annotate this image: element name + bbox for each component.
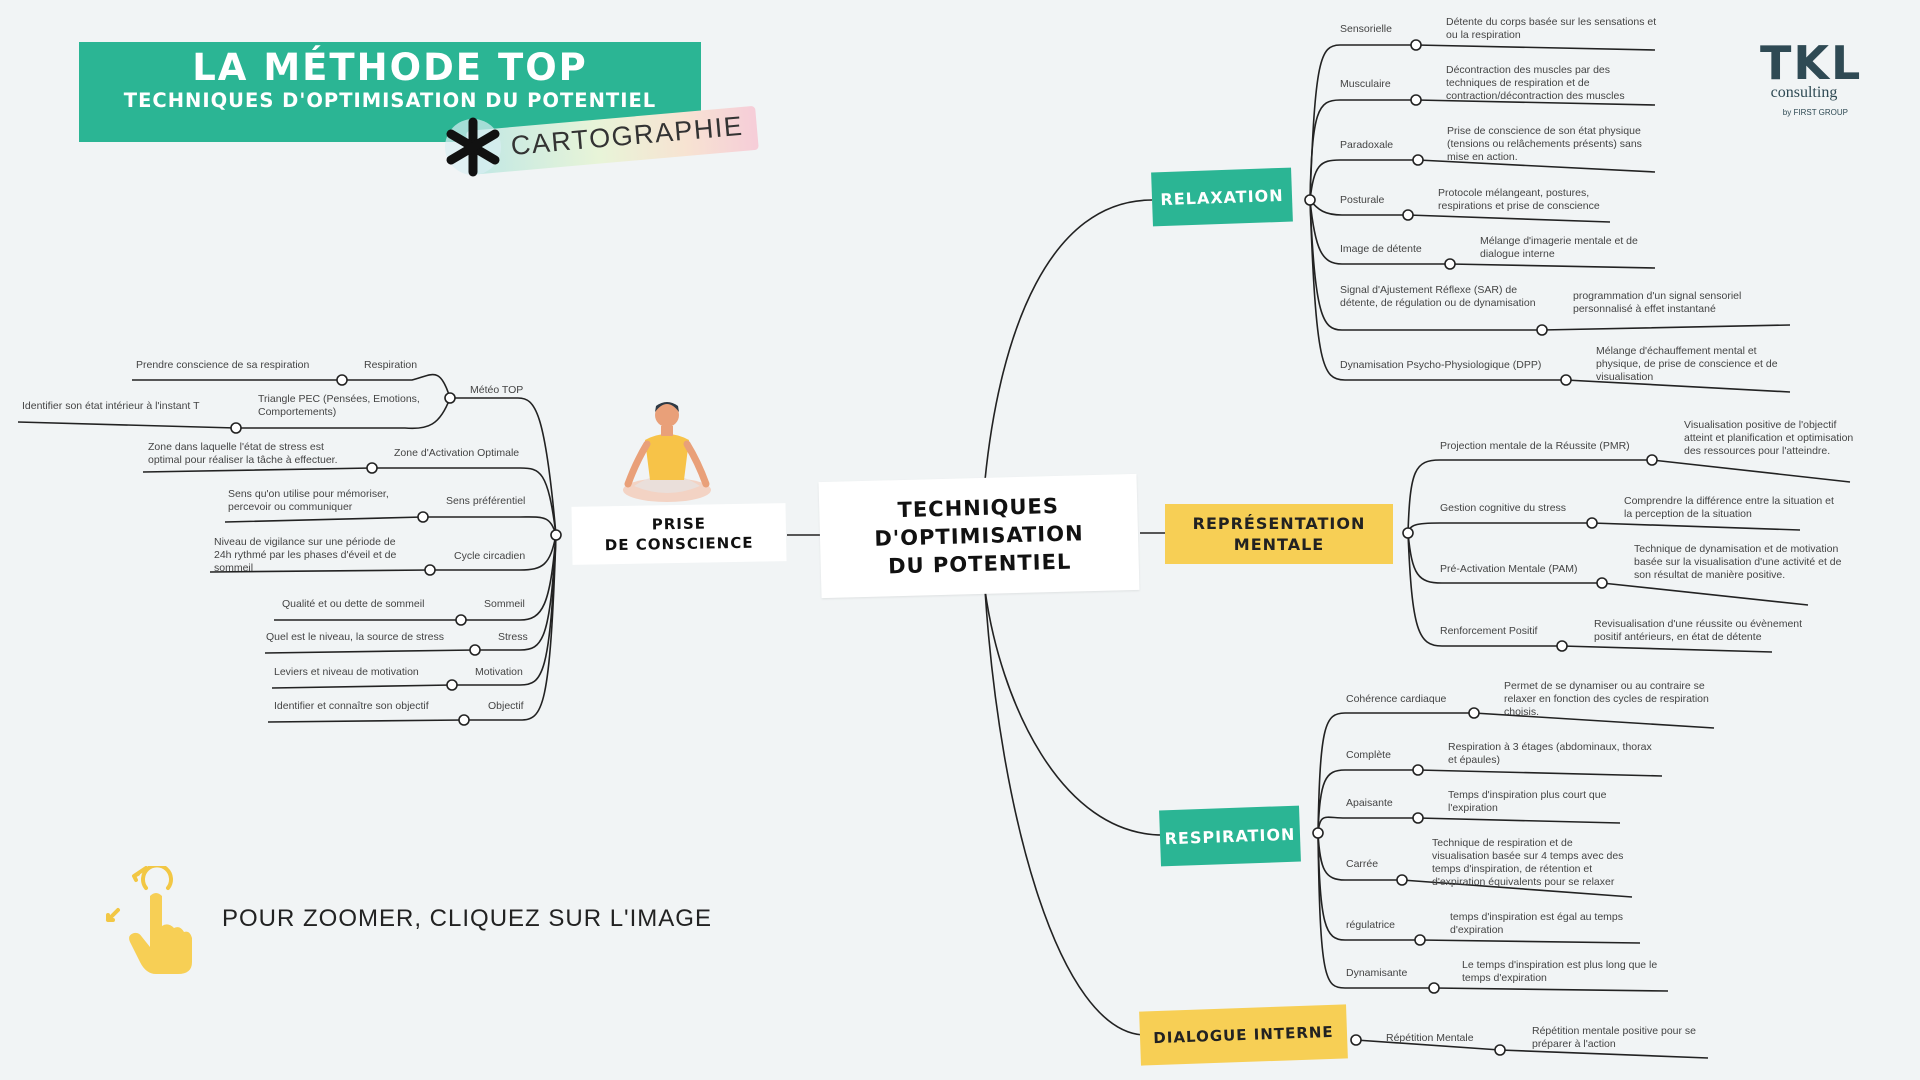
relaxation-item-desc: Prise de conscience de son état physique… bbox=[1447, 125, 1642, 163]
dialogue-item-desc: Répétition mentale positive pour se prép… bbox=[1532, 1025, 1697, 1050]
prise-item-desc: Quel est le niveau, la source de stress bbox=[266, 631, 445, 643]
respiration-item-label: Complète bbox=[1346, 749, 1391, 761]
representation-item-desc: Revisualisation d'une réussite ou évènem… bbox=[1594, 618, 1803, 643]
relaxation-item-desc: Mélange d'imagerie mentale et de dialogu… bbox=[1480, 235, 1638, 260]
prise-item-desc: Sens qu'on utilise pour mémoriser, perce… bbox=[228, 488, 389, 513]
relaxation-item-label: Signal d'Ajustement Réflexe (SAR) de dét… bbox=[1340, 284, 1536, 309]
page-title: LA MÉTHODE TOP bbox=[192, 46, 588, 89]
relaxation-item-label: Posturale bbox=[1340, 194, 1385, 206]
representation-item-label: Pré-Activation Mentale (PAM) bbox=[1440, 563, 1578, 575]
respiration-item-label: Dynamisante bbox=[1346, 967, 1408, 979]
branch-representation-mentale[interactable]: REPRÉSENTATION MENTALE bbox=[1165, 504, 1393, 564]
prise-item-desc: Niveau de vigilance sur une période de 2… bbox=[214, 536, 397, 574]
tap-zoom-hand-icon[interactable] bbox=[104, 866, 204, 976]
representation-item-label: Renforcement Positif bbox=[1440, 625, 1538, 637]
prise-item-label: Objectif bbox=[488, 700, 524, 712]
asterisk-icon bbox=[445, 117, 501, 177]
branch-dialogue-interne[interactable]: DIALOGUE INTERNE bbox=[1139, 1004, 1348, 1066]
relaxation-item-label: Dynamisation Psycho-Physiologique (DPP) bbox=[1340, 359, 1542, 371]
prise-item-desc: Identifier et connaître son objectif bbox=[274, 700, 429, 712]
prise-item-label: Triangle PEC (Pensées, Emotions, Comport… bbox=[258, 393, 420, 418]
respiration-item-desc: Respiration à 3 étages (abdominaux, thor… bbox=[1448, 741, 1652, 766]
representation-item-desc: Comprendre la différence entre la situat… bbox=[1624, 495, 1834, 520]
zoom-hint[interactable]: POUR ZOOMER, CLIQUEZ SUR L'IMAGE bbox=[222, 905, 712, 932]
representation-item-label: Projection mentale de la Réussite (PMR) bbox=[1440, 440, 1630, 452]
prise-item-label: Météo TOP bbox=[470, 384, 524, 396]
branch-respiration[interactable]: RESPIRATION bbox=[1159, 805, 1301, 867]
relaxation-item-label: Musculaire bbox=[1340, 78, 1391, 90]
relaxation-item-desc: Décontraction des muscles par des techni… bbox=[1446, 64, 1625, 102]
respiration-item-label: régulatrice bbox=[1346, 919, 1396, 931]
logo-mark: TKL bbox=[1760, 36, 1863, 90]
branch-prise-de-conscience[interactable]: PRISE DE CONSCIENCE bbox=[571, 503, 787, 565]
respiration-item-label: Apaisante bbox=[1346, 797, 1393, 809]
respiration-item-desc: Technique de respiration et de visualisa… bbox=[1432, 837, 1624, 888]
prise-item-desc: Prendre conscience de sa respiration bbox=[136, 359, 310, 371]
prise-item-label: Stress bbox=[498, 631, 528, 643]
representation-item-label: Gestion cognitive du stress bbox=[1440, 502, 1567, 514]
relaxation-item-label: Sensorielle bbox=[1340, 23, 1392, 35]
prise-item-label: Motivation bbox=[475, 666, 523, 678]
representation-item-desc: Technique de dynamisation et de motivati… bbox=[1634, 543, 1842, 581]
prise-item-desc: Identifier son état intérieur à l'instan… bbox=[22, 400, 200, 412]
respiration-item-desc: temps d'inspiration est égal au temps d'… bbox=[1450, 911, 1624, 936]
respiration-item-desc: Le temps d'inspiration est plus long que… bbox=[1462, 959, 1658, 984]
prise-item-label: Sens préférentiel bbox=[446, 495, 526, 507]
relaxation-item-desc: Mélange d'échauffement mental et physiqu… bbox=[1596, 345, 1778, 383]
respiration-item-desc: Permet de se dynamiser ou au contraire s… bbox=[1504, 680, 1709, 718]
respiration-item-label: Carrée bbox=[1346, 858, 1379, 870]
center-node-label: TECHNIQUES D'OPTIMISATION DU POTENTIEL bbox=[874, 493, 1084, 579]
dialogue-item-label: Répétition Mentale bbox=[1386, 1032, 1474, 1044]
prise-item-label: Respiration bbox=[364, 359, 418, 371]
prise-item-desc: Qualité et ou dette de sommeil bbox=[282, 598, 425, 610]
relaxation-item-label: Image de détente bbox=[1340, 243, 1422, 255]
relaxation-item-desc: Protocole mélangeant, postures, respirat… bbox=[1438, 187, 1600, 212]
prise-item-desc: Leviers et niveau de motivation bbox=[274, 666, 419, 678]
page-subtitle: TECHNIQUES D'OPTIMISATION DU POTENTIEL bbox=[123, 89, 657, 112]
prise-item-label: Sommeil bbox=[484, 598, 525, 610]
branch-relaxation[interactable]: RELAXATION bbox=[1151, 167, 1293, 227]
representation-item-desc: Visualisation positive de l'objectif att… bbox=[1684, 419, 1854, 457]
prise-item-desc: Zone dans laquelle l'état de stress est … bbox=[148, 441, 338, 466]
prise-item-label: Cycle circadien bbox=[454, 550, 526, 562]
respiration-item-label: Cohérence cardiaque bbox=[1346, 693, 1447, 705]
prise-item-label: Zone d'Activation Optimale bbox=[394, 447, 520, 459]
relaxation-item-label: Paradoxale bbox=[1340, 139, 1394, 151]
meditation-person-icon bbox=[623, 402, 711, 502]
relaxation-item-desc: Détente du corps basée sur les sensation… bbox=[1446, 16, 1657, 41]
logo-subtitle: consulting bbox=[1770, 84, 1838, 101]
logo-by: by FIRST GROUP bbox=[1782, 108, 1848, 117]
relaxation-item-desc: programmation d'un signal sensoriel pers… bbox=[1573, 290, 1742, 315]
respiration-item-desc: Temps d'inspiration plus court que l'exp… bbox=[1448, 789, 1607, 814]
